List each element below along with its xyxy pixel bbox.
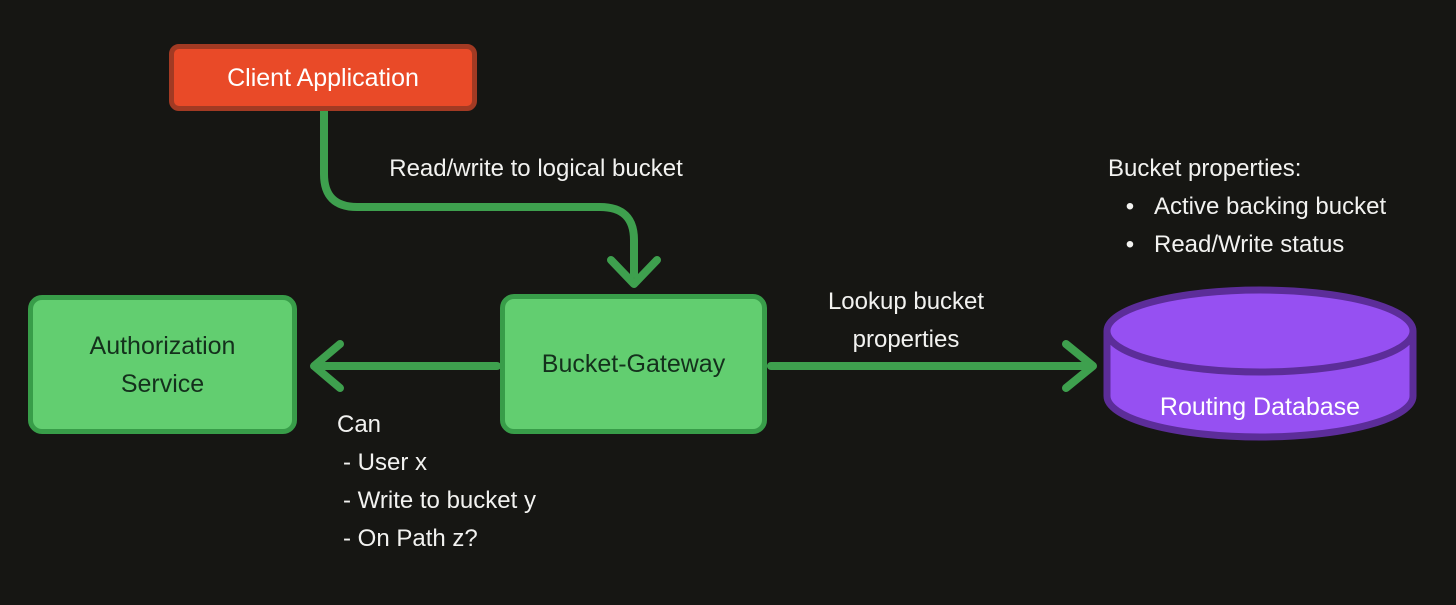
gateway-to-db-arrowhead-icon [1062,340,1097,392]
client-to-gateway-edge-label: Read/write to logical bucket [389,155,683,182]
gateway-to-db-edge-label-line2: properties [852,326,960,353]
client-to-gateway-arrow [320,107,638,278]
can-item: - Write to bucket y [343,487,536,514]
authorization-service-label-line1: Authorization [89,331,236,360]
gateway-to-auth-arrowhead-icon [310,340,344,392]
gateway-to-auth-edge-label: Can - User x - Write to bucket y - On Pa… [337,406,536,558]
bucket-properties-title: Bucket properties: [1108,155,1302,182]
bucket-gateway-node: Bucket-Gateway [500,294,767,434]
client-application-node: Client Application [169,44,477,111]
bucket-properties-item: • Read/Write status [1108,226,1386,264]
bullet-icon: • [1125,193,1135,220]
client-application-label: Client Application [227,63,419,92]
can-item: - On Path z? [343,525,478,552]
gateway-to-db-edge-label-line1: Lookup bucket [827,288,985,315]
cylinder-top [1103,286,1417,376]
bucket-gateway-label: Bucket-Gateway [541,350,726,378]
bucket-properties-note: Bucket properties: • Active backing buck… [1108,150,1386,264]
gateway-to-db-edge-label: Lookup bucket properties [770,283,1042,359]
authorization-service-label-line2: Service [120,369,205,398]
routing-database-cylinder [1103,286,1417,441]
bucket-properties-item-text: Read/Write status [1154,231,1345,258]
arrows-group [310,107,1097,392]
can-item: - User x [343,449,427,476]
routing-database-label: Routing Database [1159,393,1361,421]
can-title: Can [337,411,382,438]
bullet-icon: • [1125,231,1135,258]
bucket-properties-item-text: Active backing bucket [1154,193,1387,220]
client-to-gateway-arrowhead-icon [607,256,661,288]
bucket-properties-item: • Active backing bucket [1108,188,1386,226]
authorization-service-node: Authorization Service [28,295,297,434]
